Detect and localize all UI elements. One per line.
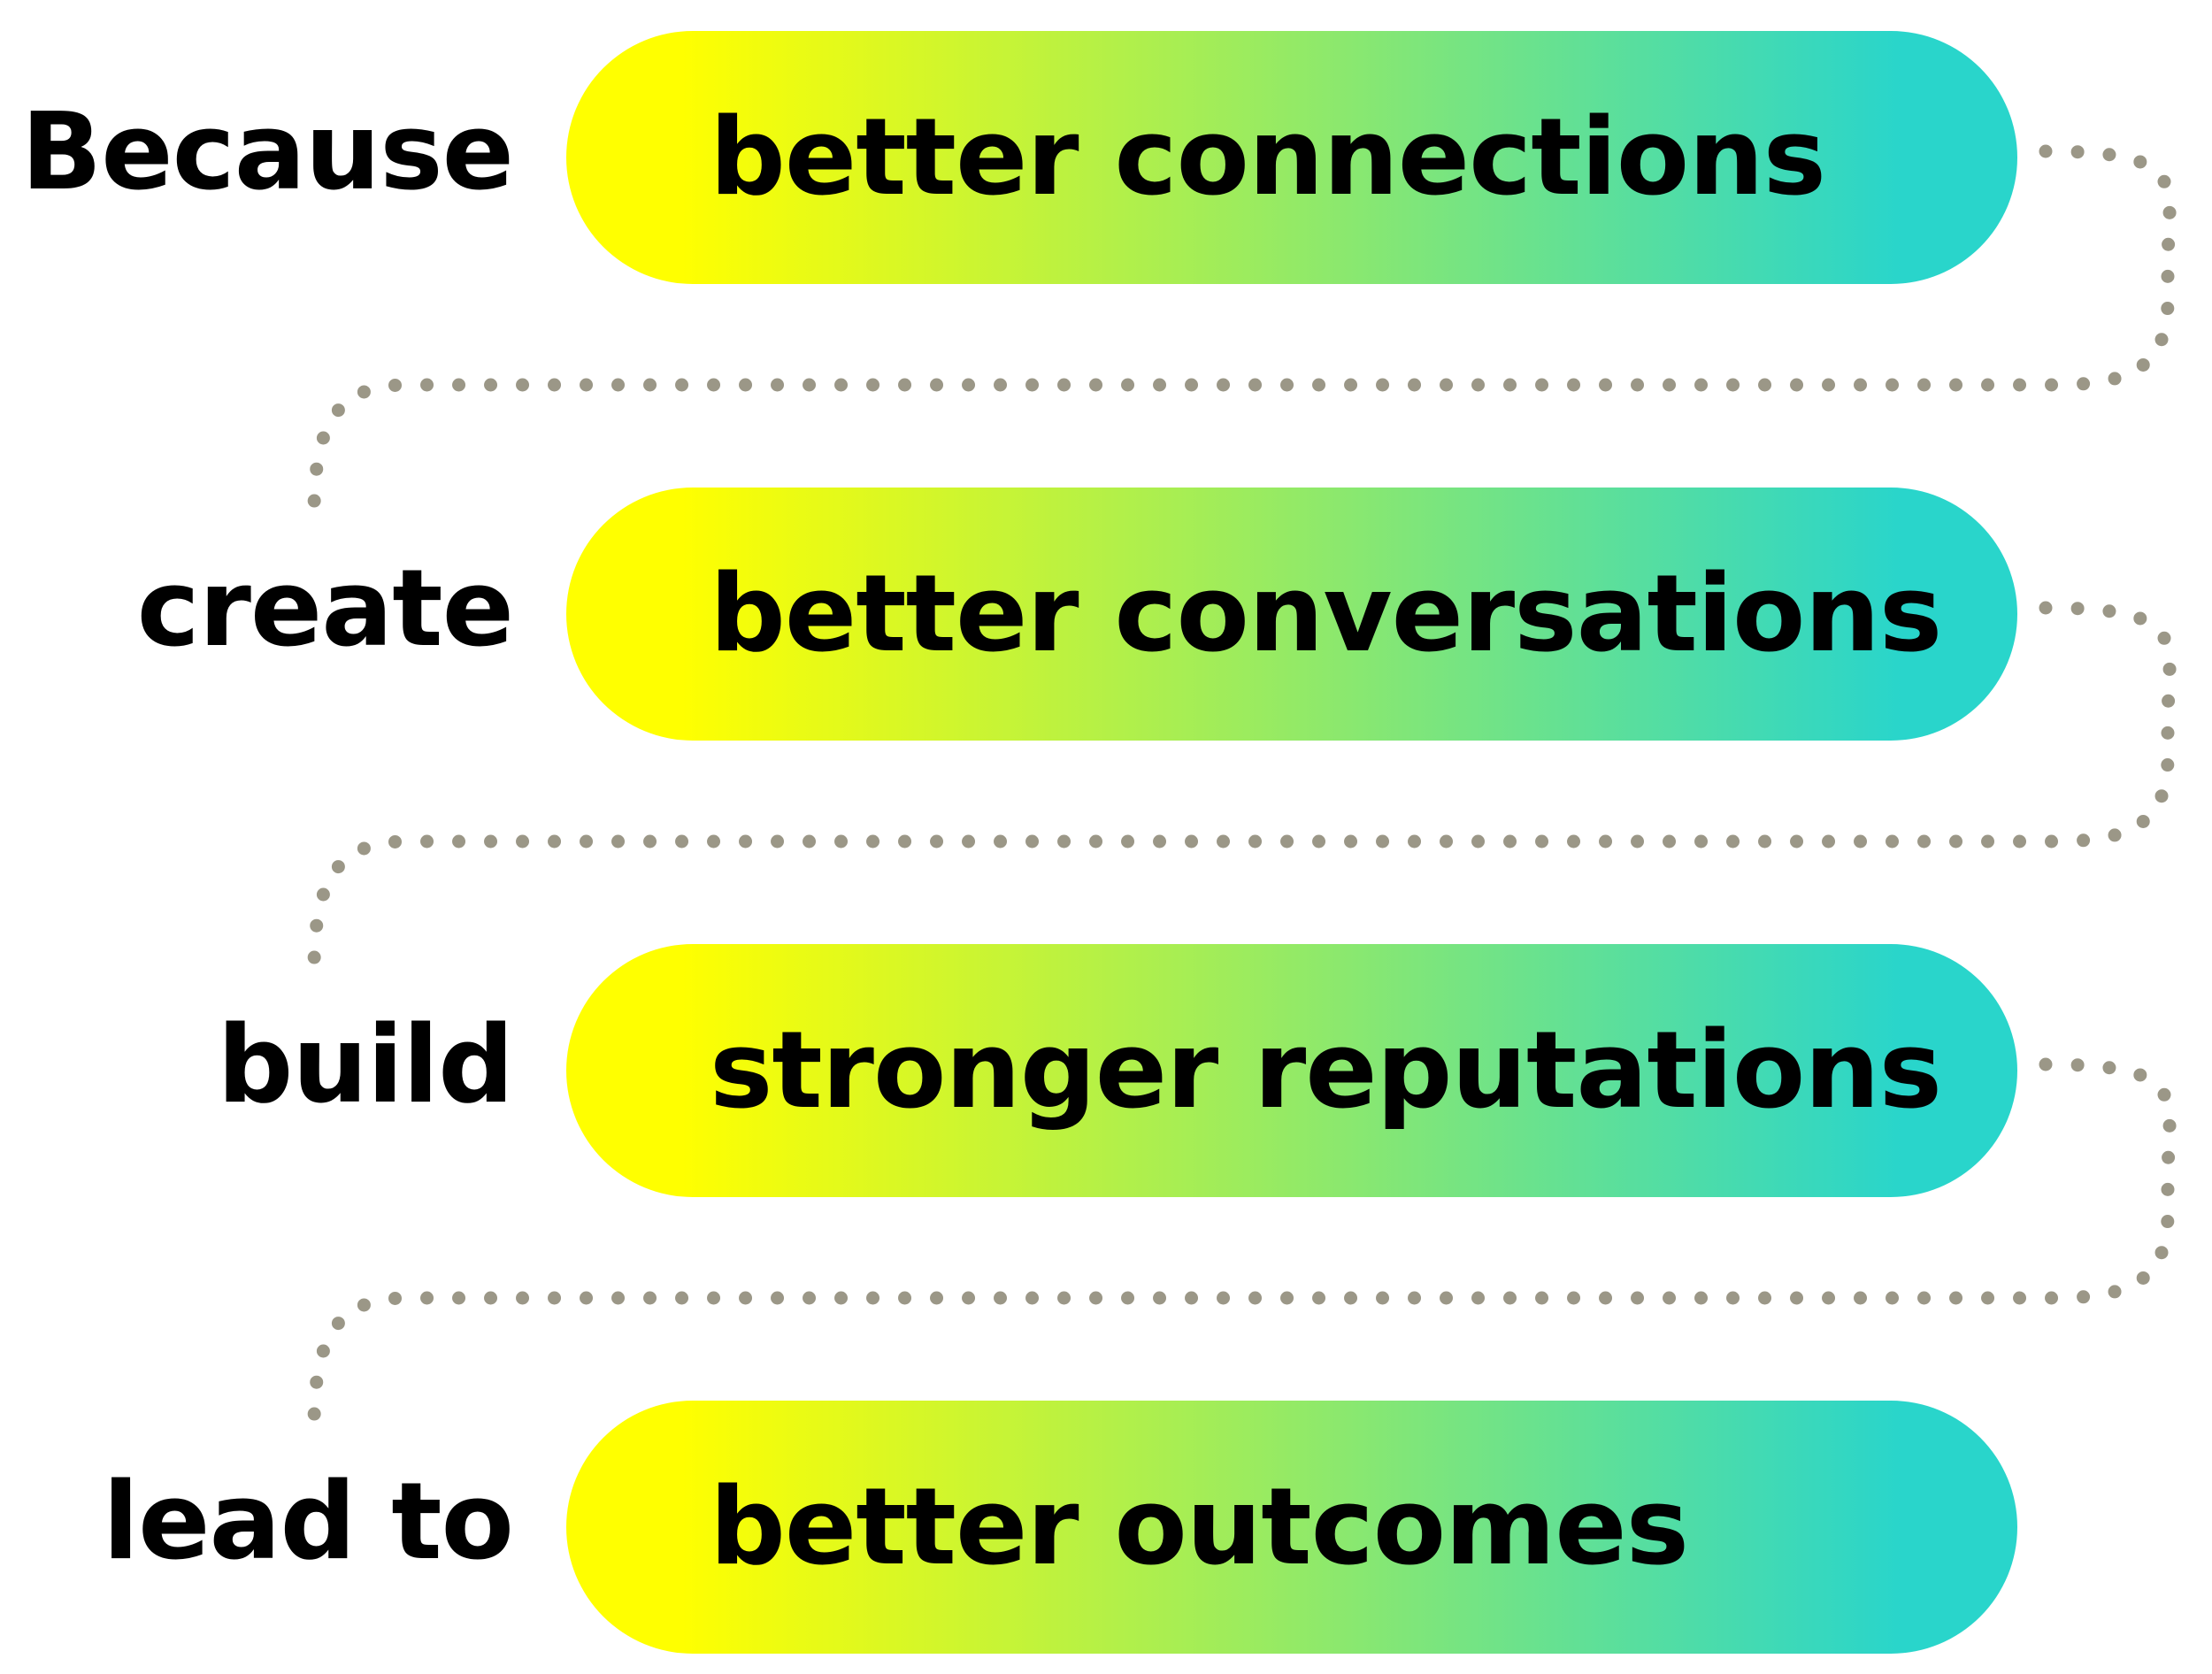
row-label-create: create (136, 548, 514, 671)
row-label-because: Because (20, 91, 514, 214)
connector-1-to-2 (307, 144, 2177, 520)
pill-better-outcomes: better outcomes (566, 1401, 2017, 1654)
pill-stronger-reputations: stronger reputations (566, 944, 2017, 1197)
pill-better-conversations: better conversations (566, 488, 2017, 741)
pill-label: better outcomes (710, 1465, 1689, 1589)
pill-label: better connections (710, 96, 1826, 219)
pill-label: stronger reputations (710, 1009, 1942, 1133)
row-label-lead-to: lead to (103, 1461, 514, 1584)
pill-label: better conversations (710, 552, 1942, 676)
pill-better-connections: better connections (566, 31, 2017, 284)
connector-3-to-4 (307, 1057, 2177, 1433)
connector-2-to-3 (307, 601, 2177, 977)
row-label-build: build (217, 1004, 514, 1127)
